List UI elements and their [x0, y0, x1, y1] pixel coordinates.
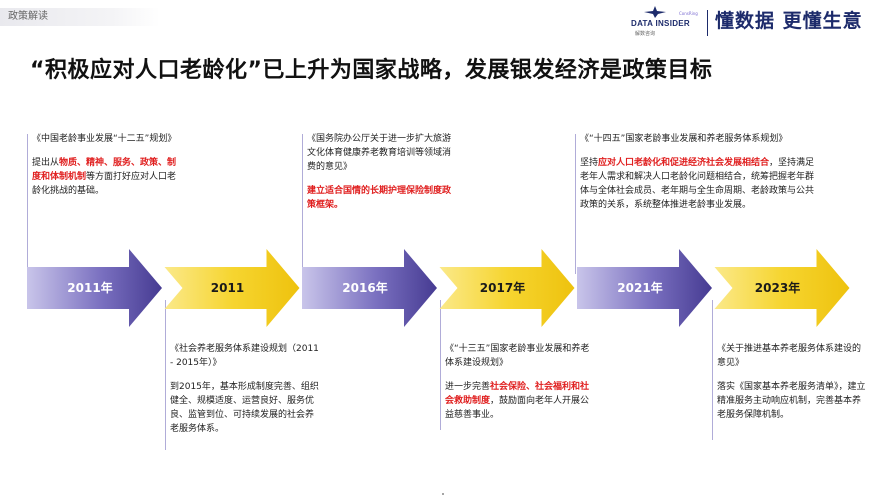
note-doc-title: 《中国老龄事业发展“十二五”规划》 [32, 134, 177, 144]
note-body: 坚持应对人口老龄化和促进经济社会发展相结合，坚持满足老年人需求和解决人口老龄化问… [580, 156, 818, 212]
timeline-year-label: 2023年 [755, 280, 800, 295]
note-body: 进一步完善社会保险、社会福利和社会救助制度，鼓励面向老年人开展公益慈善事业。 [445, 380, 595, 422]
connector-2011-b [165, 300, 166, 450]
connector-2017 [440, 300, 441, 430]
section-tag: 政策解读 [0, 8, 160, 26]
logo-brand: DATA INSIDER [631, 19, 691, 28]
note-2011-12th-plan: 《中国老龄事业发展“十二五”规划》 提出从物质、精神、服务、政策、制度和体制机制… [32, 132, 182, 198]
note-highlight: 社会保险、社会福利和社会救助制度 [445, 382, 590, 406]
connector-2023 [712, 300, 713, 440]
timeline-arrow-5 [714, 249, 850, 327]
note-highlight: 应对人口老龄化和促进经济社会发展相结合 [598, 158, 770, 168]
note-text: 进一步完善 [445, 382, 491, 392]
timeline-arrow-0 [27, 249, 162, 327]
note-2017-13th-plan: 《“十三五”国家老龄事业发展和养老体系建设规划》 进一步完善社会保险、社会福利和… [445, 342, 595, 422]
logo-sub: 解数咨询 [635, 31, 656, 37]
note-body: 提出从物质、精神、服务、政策、制度和体制机制等方面打好应对人口老龄化挑战的基础。 [32, 156, 182, 198]
note-text: ，鼓励面向老年人开展公益慈善事业。 [445, 396, 590, 420]
page-marker [442, 493, 444, 495]
timeline-arrow-4 [577, 249, 712, 327]
note-2016-consumption: 《国务院办公厅关于进一步扩大旅游文化体育健康养老教育培训等领域消费的意见》 建立… [307, 132, 457, 212]
connector-2021 [575, 134, 576, 274]
data-insider-logo: ConsRing DATA INSIDER 解数咨询 [631, 6, 699, 40]
note-doc-title: 《“十四五”国家老龄事业发展和养老服务体系规划》 [580, 134, 788, 144]
note-doc-title: 《“十三五”国家老龄事业发展和养老体系建设规划》 [445, 344, 590, 368]
note-2011-social-elderly: 《社会养老服务体系建设规划（2011 - 2015年）》 到2015年，基本形成… [170, 342, 322, 436]
note-2023-basic-service: 《关于推进基本养老服务体系建设的意见》 落实《国家基本养老服务清单》，建立精准服… [717, 342, 867, 422]
note-body: 到2015年，基本形成制度完善、组织健全、规模适度、运营良好、服务优良、监管到位… [170, 382, 319, 434]
note-body: 落实《国家基本养老服务清单》，建立精准服务主动响应机制，完善基本养老服务保障机制… [717, 382, 866, 420]
logo-version: ConsRing [679, 11, 698, 16]
note-2021-14th-plan: 《“十四五”国家老龄事业发展和养老服务体系规划》 坚持应对人口老龄化和促进经济社… [580, 132, 818, 212]
timeline-year-label: 2021年 [617, 280, 662, 295]
timeline-year-label: 2011 [211, 281, 244, 295]
connector-2011-a [27, 134, 28, 274]
page-title: “积极应对人口老龄化”已上升为国家战略，发展银发经济是政策目标 [30, 58, 713, 83]
timeline-year-label: 2016年 [342, 280, 387, 295]
note-doc-title: 《国务院办公厅关于进一步扩大旅游文化体育健康养老教育培训等领域消费的意见》 [307, 134, 452, 172]
note-doc-title: 《社会养老服务体系建设规划（2011 - 2015年）》 [170, 344, 319, 368]
note-doc-title: 《关于推进基本养老服务体系建设的意见》 [717, 344, 862, 368]
note-text: 等方面打好应对人口老龄化挑战的基础。 [32, 172, 177, 196]
note-text: 坚持 [580, 158, 599, 168]
timeline-arrow-1 [164, 249, 300, 327]
timeline-arrow-2 [302, 249, 437, 327]
header-divider [707, 10, 708, 36]
timeline-year-label: 2011年 [67, 280, 112, 295]
note-text: 提出从 [32, 158, 60, 168]
slogan: 懂数据 更懂生意 [715, 10, 863, 32]
note-text: ，坚持满足老年人需求和解决人口老龄化问题相结合，统筹把握老年群体与全体社会成员、… [580, 158, 815, 210]
logo-star-icon [644, 6, 666, 18]
timeline-arrow-3 [439, 249, 575, 327]
note-highlight: 物质、精神、服务、政策、制度和体制机制 [32, 158, 177, 182]
timeline-year-label: 2017年 [480, 280, 525, 295]
connector-2016 [302, 134, 303, 274]
note-highlight: 建立适合国情的长期护理保险制度政策框架。 [307, 186, 452, 210]
